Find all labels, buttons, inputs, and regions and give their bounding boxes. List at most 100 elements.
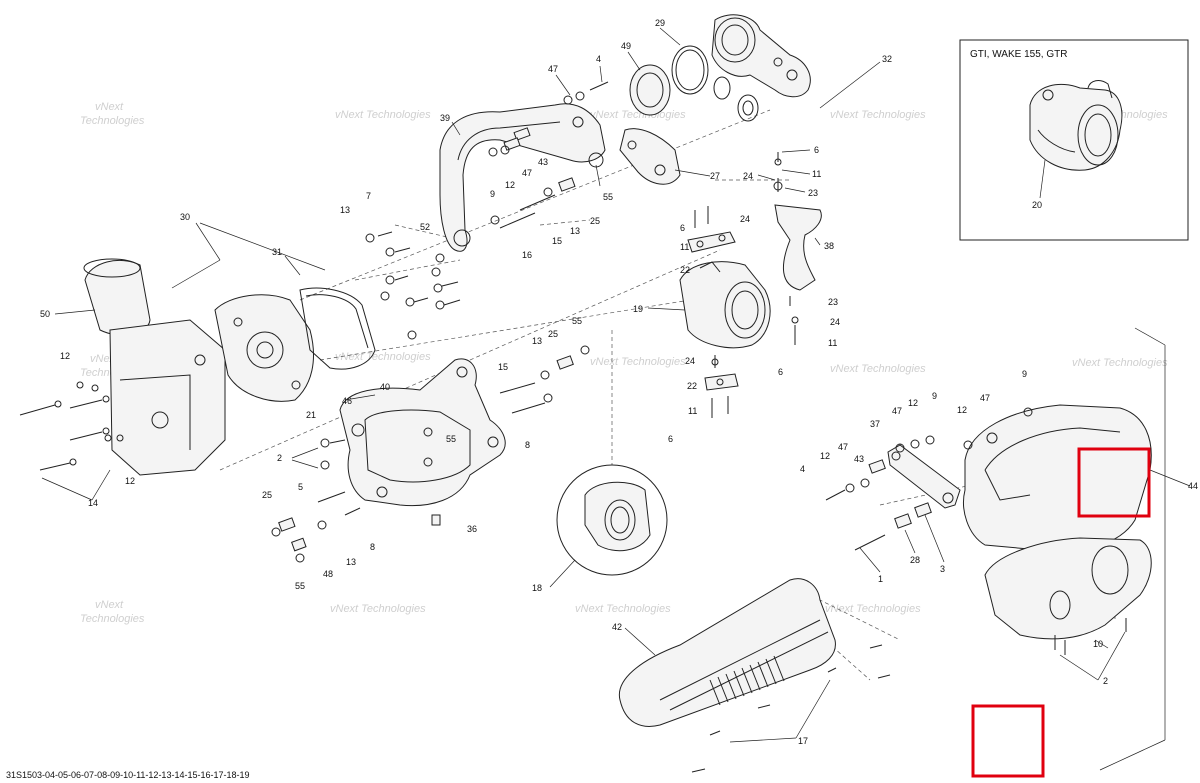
part-label-37: 37 [870,419,880,429]
bearing-housing-32 [711,14,811,98]
part-label-30: 30 [180,212,190,222]
part-label-47: 47 [892,406,902,416]
part-label-6: 6 [778,367,783,377]
support-plate-27 [619,128,681,185]
part-label-21: 21 [306,410,316,420]
part-label-22: 22 [687,381,697,391]
part-label-12: 12 [125,476,135,486]
watermark: Technologies [80,613,145,625]
part-label-12: 12 [505,180,515,190]
lower-housing [984,537,1152,640]
part-label-15: 15 [552,236,562,246]
part-label-11: 11 [680,242,689,252]
part-label-13: 13 [570,226,580,236]
part-label-25: 25 [548,329,558,339]
part-label-16: 16 [522,250,532,260]
watermark: vNext Technologies [590,109,686,121]
part-label-47: 47 [980,393,990,403]
part-label-47: 47 [548,64,558,74]
part-label-13: 13 [532,336,542,346]
vent-slots [709,655,785,706]
watermark: vNext Technologies [1072,357,1168,369]
inset-frame [959,39,1189,241]
part-label-9: 9 [932,391,937,401]
part-label-29: 29 [655,18,665,28]
part-label-8: 8 [525,440,530,450]
part-label-19: 19 [633,304,643,314]
part-label-18: 18 [532,583,542,593]
watermark: Technologies [80,115,145,127]
diagram-code: 31S1503-04-05-06-07-08-09-10-11-12-13-14… [6,770,250,780]
bracket-38 [774,204,822,291]
watermark: vNext Technologies [335,109,431,121]
actuator-motor-50 [83,258,151,336]
gearbox-housing [109,319,226,476]
clamp-22-top [687,231,736,253]
part-label-22: 22 [680,265,690,275]
part-label-11: 11 [812,169,821,179]
part-label-47: 47 [522,168,532,178]
watermark: vNext Technologies [590,356,686,368]
link-arm-37 [887,444,961,509]
part-label-2: 2 [1103,676,1108,686]
part-label-49: 49 [621,41,631,51]
part-label-12: 12 [60,351,70,361]
inset-part-label: 20 [1032,200,1042,210]
part-label-42: 42 [612,622,622,632]
part-label-12: 12 [820,451,830,461]
part-label-5: 5 [298,482,303,492]
part-label-38: 38 [824,241,834,251]
part-label-40: 40 [380,382,390,392]
part-label-4: 4 [596,54,601,64]
watermark: vNext Technologies [335,351,431,363]
part-label-32: 32 [882,54,892,64]
part-label-24: 24 [685,356,695,366]
part-label-31: 31 [272,247,282,257]
highlight-box-lower[interactable] [971,704,1045,778]
engine-cover-42 [618,578,836,727]
part-label-48: 48 [323,569,333,579]
highlight-box-upper[interactable] [1077,447,1151,518]
watermark: vNext Technologies [830,363,926,375]
part-label-39: 39 [440,113,450,123]
part-label-23: 23 [808,188,818,198]
part-label-13: 13 [340,205,350,215]
leader-lines [41,27,1191,743]
part-label-24: 24 [830,317,840,327]
part-label-2: 2 [277,453,282,463]
part-label-9: 9 [1022,369,1027,379]
part-label-25: 25 [590,216,600,226]
part-label-12: 12 [957,405,967,415]
watermark: vNext [95,101,124,113]
part-label-55: 55 [572,316,582,326]
part-label-44: 44 [1188,481,1198,491]
hardware-bolts [19,81,1127,773]
part-label-55: 55 [446,434,456,444]
watermark: vNext Technologies [330,603,426,615]
part-label-10: 10 [1093,639,1103,649]
inset-box: GTI, WAKE 155, GTR 20 [959,39,1189,241]
part-label-7: 7 [366,191,371,201]
part-label-8: 8 [370,542,375,552]
part-label-23: 23 [828,297,838,307]
clamp-22-bottom [704,373,739,391]
venturi-housing-19 [679,261,771,349]
part-label-55: 55 [603,192,613,202]
part-label-47: 47 [838,442,848,452]
part-label-24: 24 [740,214,750,224]
part-label-50: 50 [40,309,50,319]
part-label-24: 24 [743,171,753,181]
part-label-13: 13 [346,557,356,567]
top-cover-44 [963,404,1152,552]
part-label-11: 11 [828,338,837,348]
watermark: vNext Technologies [575,603,671,615]
part-label-15: 15 [498,362,508,372]
watermark: vNext Technologies [830,109,926,121]
part-label-14: 14 [88,498,98,508]
part-labels: 29 49 4 47 32 39 43 47 9 12 27 6 11 24 2… [40,18,1198,746]
pump-cover-46 [214,294,314,402]
inset-title: GTI, WAKE 155, GTR [970,49,1067,60]
support-frame-40 [339,358,506,507]
part-label-9: 9 [490,189,495,199]
